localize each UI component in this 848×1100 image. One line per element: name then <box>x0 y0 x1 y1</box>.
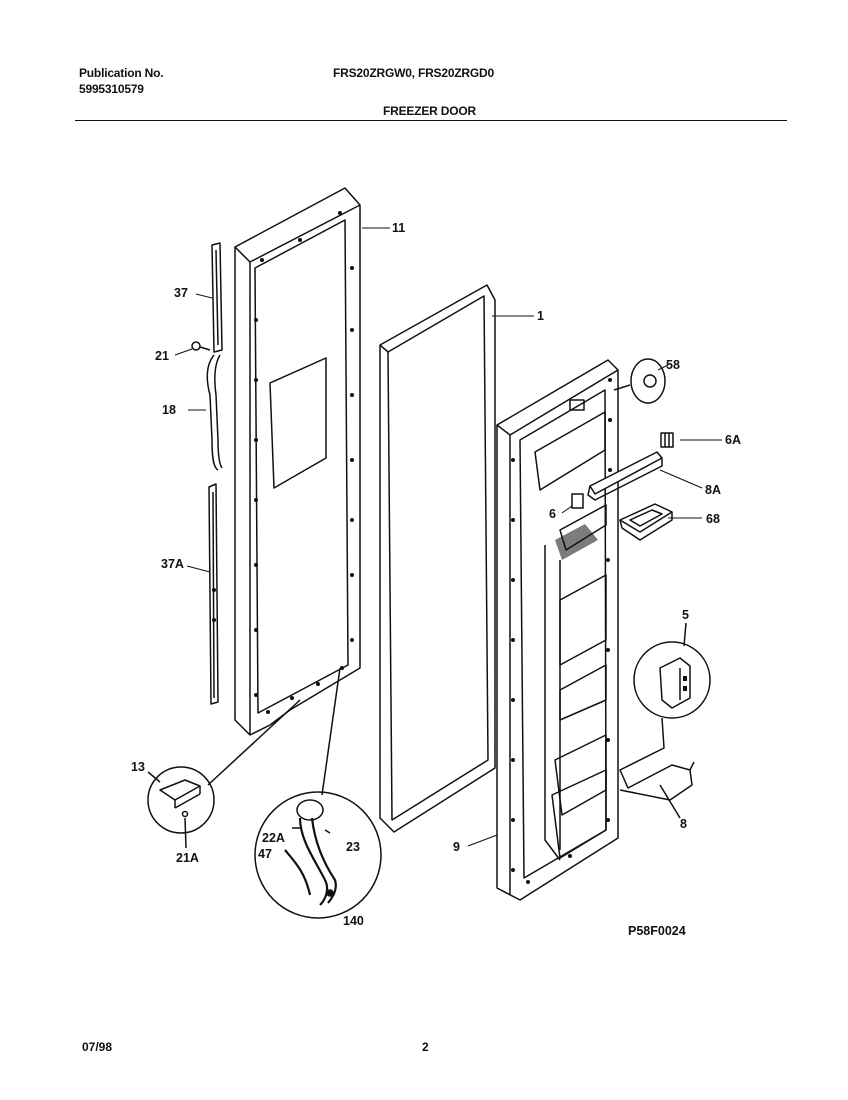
callout-37a: 37A <box>161 557 184 571</box>
clip-6 <box>571 493 584 509</box>
header-rule <box>75 120 787 121</box>
callout-11: 11 <box>392 221 405 235</box>
callout-18: 18 <box>162 403 176 417</box>
callout-68: 68 <box>706 512 720 526</box>
door-gasket <box>379 284 496 833</box>
bracket-8 <box>619 717 695 819</box>
callout-23: 23 <box>346 840 360 854</box>
section-title: FREEZER DOOR <box>383 104 476 118</box>
leader-lines <box>174 227 722 847</box>
model-numbers: FRS20ZRGW0, FRS20ZRGD0 <box>333 66 494 80</box>
handle-screw <box>191 341 211 351</box>
clip-6a <box>660 432 674 448</box>
callout-6a: 6A <box>725 433 741 447</box>
callout-13: 13 <box>131 760 145 774</box>
upper-handle-trim <box>211 242 223 353</box>
callout-21: 21 <box>155 349 169 363</box>
callout-140: 140 <box>343 914 364 928</box>
wire-harness-detail <box>254 667 382 919</box>
drawing-code: P58F0024 <box>628 924 686 938</box>
callout-8a: 8A <box>705 483 721 497</box>
callout-22a: 22A <box>262 831 285 845</box>
rail-8a <box>587 451 663 501</box>
lower-handle-trim <box>208 483 219 705</box>
callout-5: 5 <box>682 608 689 622</box>
callout-1: 1 <box>537 309 544 323</box>
callout-9: 9 <box>453 840 460 854</box>
callout-47: 47 <box>258 847 272 861</box>
outer-door-panel <box>234 187 361 736</box>
callout-labels: 11 1 37 21 18 37A 58 6A 8A 6 68 5 8 9 13… <box>131 221 741 938</box>
callout-21a: 21A <box>176 851 199 865</box>
detail-circle-5 <box>633 622 711 719</box>
callout-6: 6 <box>549 507 556 521</box>
footer-page-number: 2 <box>422 1040 429 1054</box>
publication-label: Publication No. <box>79 66 164 80</box>
callout-8: 8 <box>680 817 687 831</box>
screw-detail-58 <box>613 358 666 404</box>
callout-37: 37 <box>174 286 188 300</box>
drip-tray-68 <box>619 503 673 541</box>
inner-door-liner <box>496 359 619 901</box>
footer-date: 07/98 <box>82 1040 113 1054</box>
callout-58: 58 <box>666 358 680 372</box>
door-handle <box>206 354 223 471</box>
detail-circle-13 <box>147 699 301 849</box>
publication-number: 5995310579 <box>79 82 144 96</box>
